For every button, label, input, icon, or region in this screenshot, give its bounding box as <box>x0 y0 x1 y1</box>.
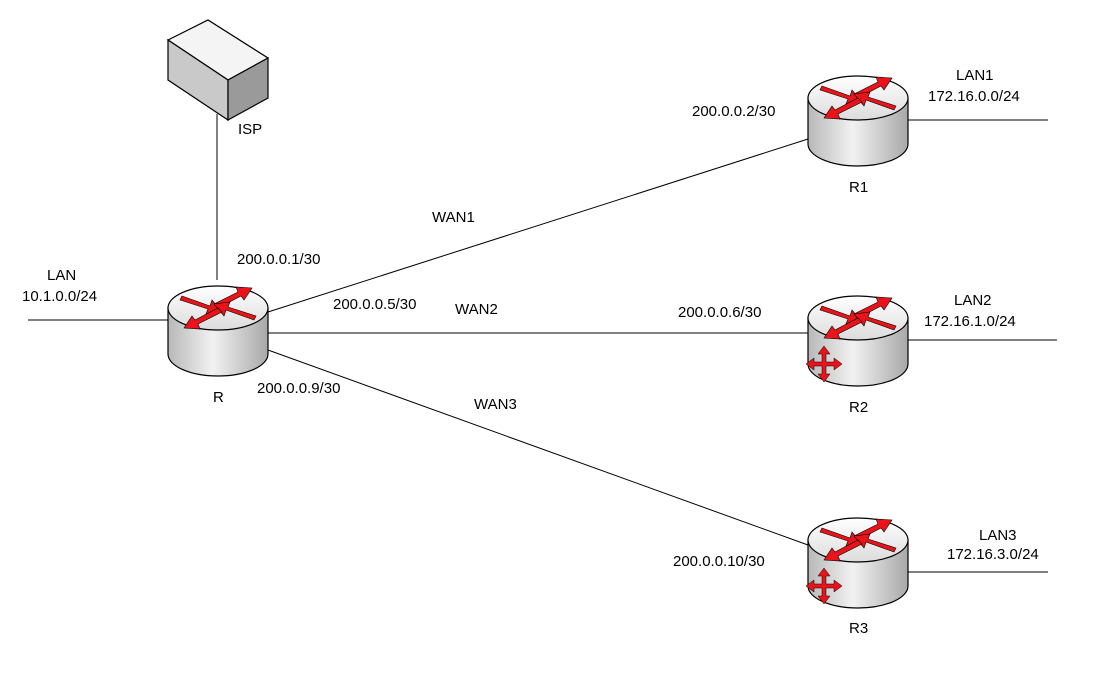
router-r2-label: R2 <box>849 399 868 416</box>
isp-label: ISP <box>238 121 262 138</box>
lan3-subnet: 172.16.3.0/24 <box>947 546 1039 563</box>
wan3-name: WAN3 <box>474 396 517 413</box>
wan2-r-ip: 200.0.0.5/30 <box>333 296 416 313</box>
lan2-subnet: 172.16.1.0/24 <box>924 313 1016 330</box>
wan2-name: WAN2 <box>455 301 498 318</box>
wan3-remote-ip: 200.0.0.10/30 <box>673 553 765 570</box>
router-r-label: R <box>213 389 224 406</box>
wan1-remote-ip: 200.0.0.2/30 <box>692 103 775 120</box>
router-r1-label: R1 <box>849 179 868 196</box>
lan-name: LAN <box>47 267 76 284</box>
wan3-r-ip: 200.0.0.9/30 <box>257 380 340 397</box>
lan1-subnet: 172.16.0.0/24 <box>928 88 1020 105</box>
router-r2-icon <box>805 295 909 387</box>
wan1-name: WAN1 <box>432 209 475 226</box>
lan1-name: LAN1 <box>956 67 994 84</box>
wan1-link <box>267 138 809 313</box>
router-r1-icon <box>807 75 909 167</box>
router-r3-label: R3 <box>849 620 868 637</box>
wan2-remote-ip: 200.0.0.6/30 <box>678 304 761 321</box>
wan3-link <box>267 349 809 546</box>
lan3-name: LAN3 <box>979 527 1017 544</box>
wan1-r-ip: 200.0.0.1/30 <box>237 251 320 268</box>
server-box-icon <box>166 19 270 122</box>
lan-subnet: 10.1.0.0/24 <box>22 288 97 305</box>
router-r-icon <box>167 285 269 377</box>
lan2-name: LAN2 <box>954 292 992 309</box>
router-r3-icon <box>805 517 909 609</box>
